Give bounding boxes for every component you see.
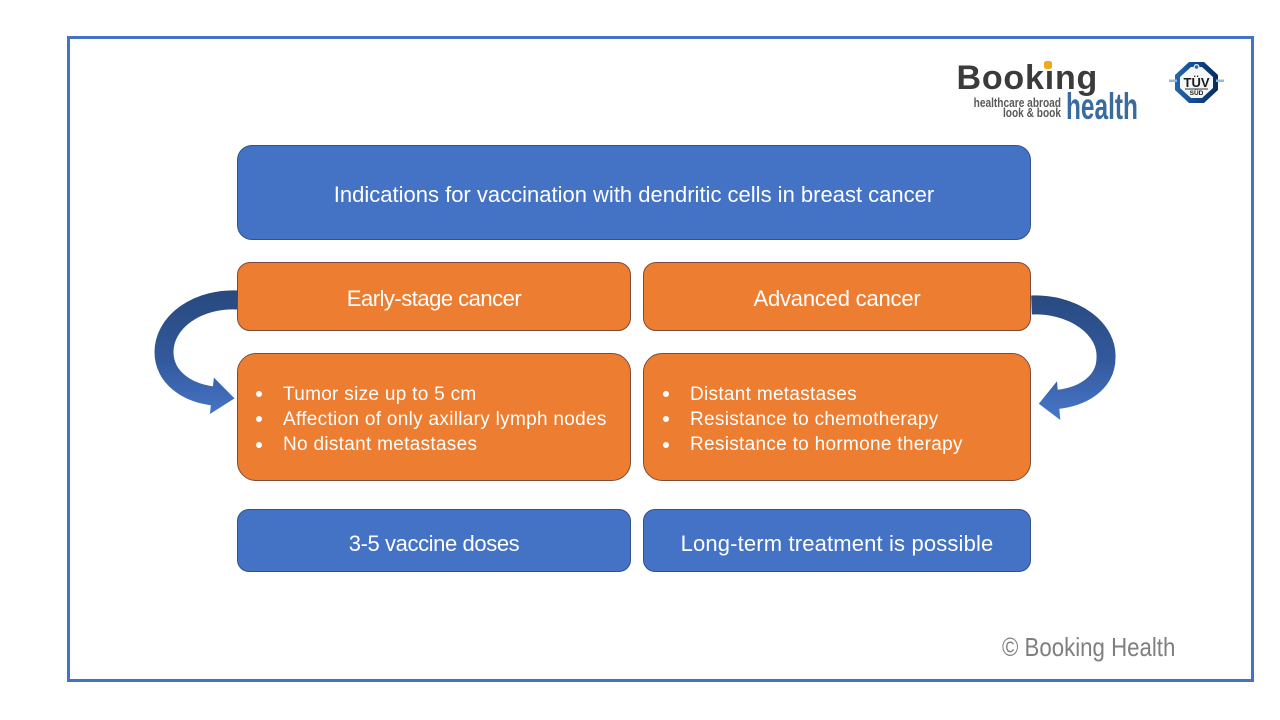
svg-text:SÜD: SÜD (1190, 88, 1204, 97)
svg-text:TÜV: TÜV (1184, 75, 1210, 90)
